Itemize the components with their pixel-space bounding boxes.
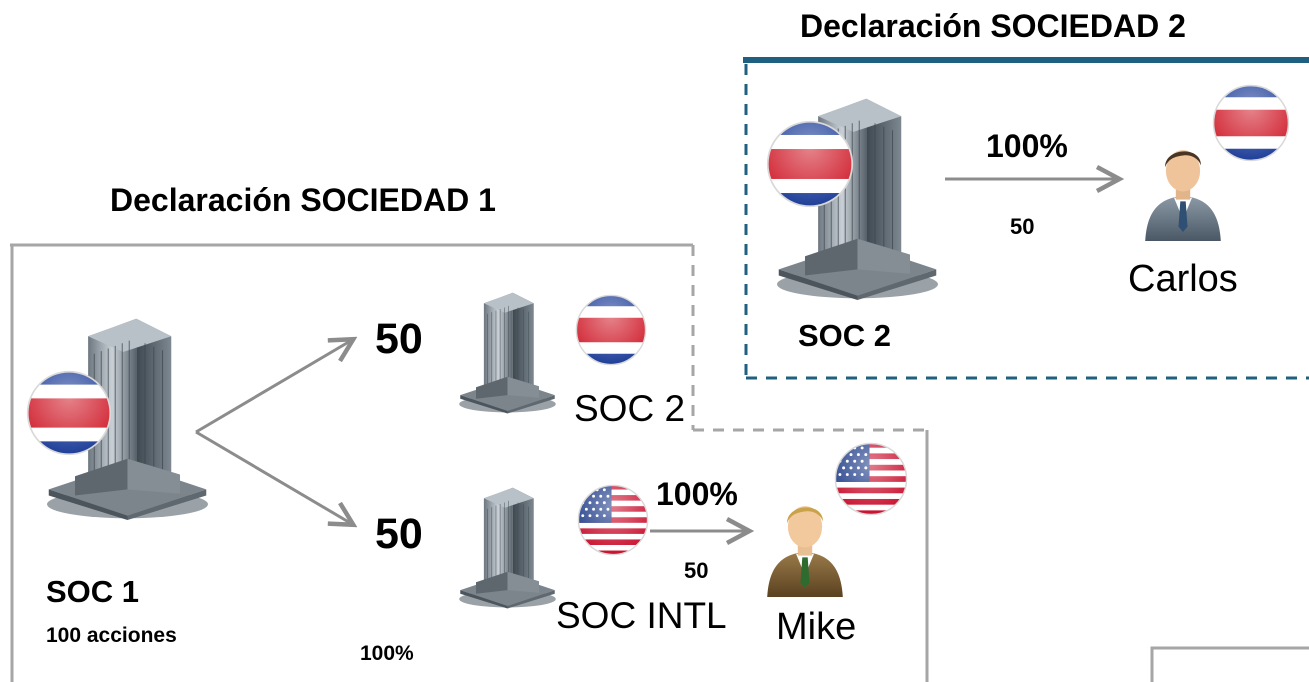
soc2-link-value: 50	[1010, 214, 1035, 239]
branch-bottom-value: 50	[375, 510, 423, 558]
usa-flag-icon	[834, 442, 908, 516]
carlos-label: Carlos	[1128, 258, 1238, 300]
intl-link-value: 50	[684, 558, 709, 583]
soc-intl-entity-label: SOC INTL	[556, 595, 727, 636]
bottom-percent-label: 100%	[360, 642, 414, 665]
intl-link-percent: 100%	[656, 476, 738, 512]
costa-rica-flag-icon	[575, 294, 647, 366]
mike-label: Mike	[776, 606, 857, 648]
soc1-label: SOC 1	[46, 574, 140, 609]
soc2-small-building-icon	[455, 283, 560, 418]
soc2-label: SOC 2	[798, 318, 892, 353]
usa-flag-icon	[577, 484, 649, 556]
sociedad-2-title: Declaración SOCIEDAD 2	[800, 8, 1186, 44]
branch-top-value: 50	[375, 315, 423, 363]
soc2-link-percent: 100%	[986, 128, 1068, 164]
soc2-entity-label: SOC 2	[574, 388, 686, 429]
soc-intl-building-icon	[455, 478, 560, 613]
sociedad-1-title: Declaración SOCIEDAD 1	[110, 182, 496, 218]
soc1-acciones-label: 100 acciones	[46, 624, 177, 647]
